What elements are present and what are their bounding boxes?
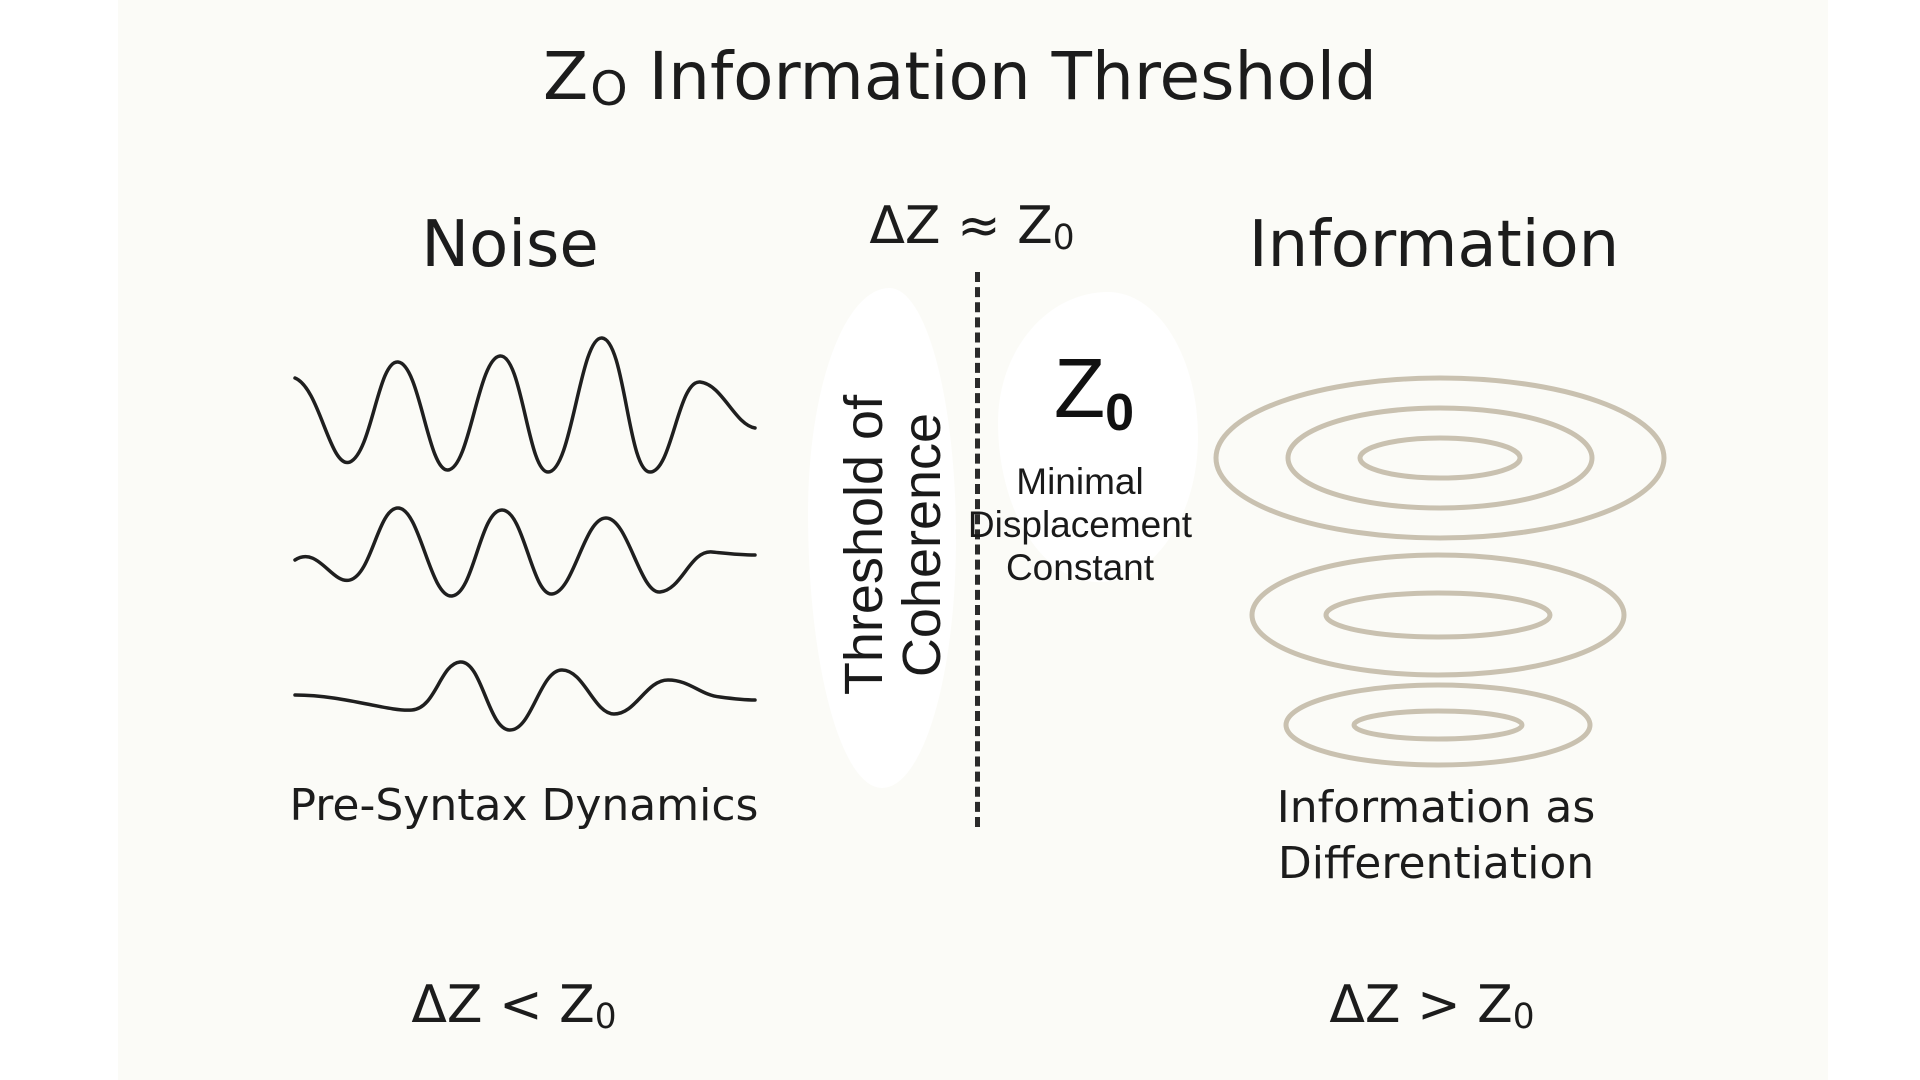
information-condition: ΔZ > Z0 [1329,975,1535,1038]
information-heading: Information [1248,208,1620,282]
information-as-differentiation-caption: Information as Differentiation [1276,782,1596,889]
concentric-rings-icon [1249,552,1627,678]
constant-label-backdrop [998,292,1198,582]
noise-wave-icon [293,506,757,598]
threshold-label-backdrop [808,288,956,788]
information-rings [1213,375,1667,768]
diagram-title: ZO Information Threshold [543,38,1377,117]
concentric-rings-icon [1323,590,1553,640]
z0-symbol: Z0 [1053,341,1135,443]
concentric-rings-icon [1283,682,1593,768]
concentric-rings-icon [1285,405,1595,511]
noise-condition: ΔZ < Z0 [411,975,617,1038]
concentric-rings-icon [1213,375,1667,541]
concentric-rings-icon [1351,708,1525,742]
noise-wave-icon [293,336,757,474]
threshold-equation: ΔZ ≈ Z0 [869,196,1075,259]
minimal-displacement-constant-label: Minimal Displacement Constant [967,461,1193,588]
pre-syntax-dynamics-caption: Pre-Syntax Dynamics [289,780,759,831]
concentric-rings-icon [1357,435,1523,481]
noise-waves [293,336,757,732]
noise-wave-icon [293,660,757,732]
dashed-divider-icon [975,272,980,827]
diagram-panel [118,0,1828,1080]
noise-heading: Noise [421,208,599,282]
